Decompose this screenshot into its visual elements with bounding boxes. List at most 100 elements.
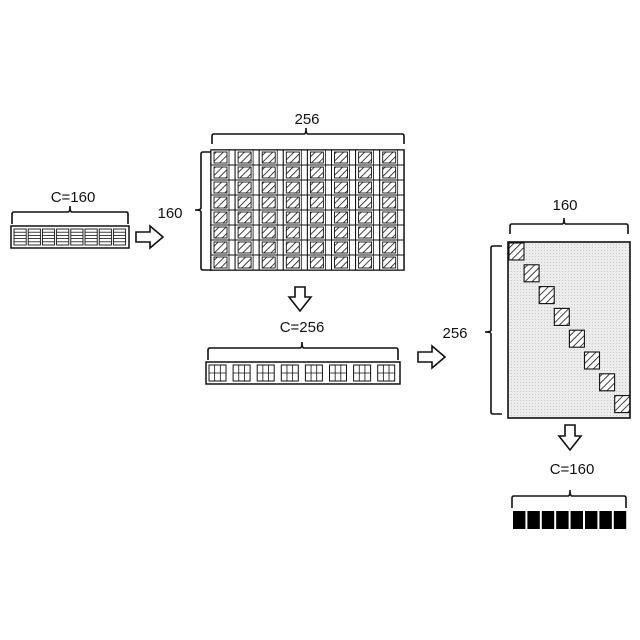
input-brace	[12, 206, 128, 224]
matrix-hatched-block	[310, 212, 323, 223]
diagonal-matrix: 160 256	[442, 197, 630, 418]
output-channels-label: C=160	[550, 461, 595, 478]
diag-width-label: 160	[552, 197, 577, 214]
output-brace	[512, 490, 626, 508]
diag-height-label: 256	[442, 325, 467, 342]
matrix-hatched-block	[335, 257, 348, 268]
diag-hatched-block	[509, 243, 524, 260]
matrix-hatched-block	[286, 242, 299, 253]
matrix-hatched-block	[262, 167, 275, 178]
matrix-hatched-block	[262, 152, 275, 163]
matrix-hatched-block	[238, 152, 251, 163]
output-cells	[513, 511, 626, 529]
matrix-top-brace	[212, 128, 404, 144]
matrix-hatched-block	[286, 197, 299, 208]
diag-top-brace	[510, 218, 628, 234]
output-block	[556, 511, 568, 529]
matrix-hatched-block	[335, 242, 348, 253]
output-block	[513, 511, 525, 529]
input-channels-label: C=160	[51, 189, 96, 206]
matrix-hatched-block	[286, 182, 299, 193]
input-cell	[113, 229, 125, 245]
matrix-hatched-block	[286, 167, 299, 178]
matrix-hatched-block	[262, 212, 275, 223]
diag-hatched-block	[554, 308, 569, 325]
matrix-hatched-block	[383, 242, 396, 253]
mid-channels-label: C=256	[280, 319, 325, 336]
matrix-hatched-block	[286, 212, 299, 223]
matrix-hatched-block	[214, 227, 227, 238]
matrix-hatched-block	[383, 197, 396, 208]
diag-hatched-block	[615, 396, 630, 413]
weight-matrix: 256 160	[157, 111, 404, 270]
matrix-hatched-block	[262, 197, 275, 208]
matrix-hatched-block	[214, 152, 227, 163]
matrix-hatched-block	[335, 167, 348, 178]
matrix-hatched-block	[383, 182, 396, 193]
matrix-hatched-block	[383, 152, 396, 163]
matrix-hatched-block	[310, 152, 323, 163]
matrix-hatched-block	[335, 182, 348, 193]
matrix-hatched-block	[383, 212, 396, 223]
arrow-down-2	[559, 425, 581, 450]
matrix-hatched-block	[214, 182, 227, 193]
matrix-hatched-block	[383, 257, 396, 268]
matrix-hatched-block	[214, 167, 227, 178]
matrix-hatched-block	[238, 167, 251, 178]
matrix-hatched-block	[335, 152, 348, 163]
matrix-hatched-block	[286, 257, 299, 268]
output-block	[585, 511, 597, 529]
arrow-right-2	[418, 346, 445, 368]
matrix-hatched-block	[335, 212, 348, 223]
matrix-hatched-block	[359, 212, 372, 223]
diag-hatched-block	[600, 374, 615, 391]
input-cell	[85, 229, 97, 245]
matrix-hatched-block	[238, 242, 251, 253]
matrix-cells	[211, 150, 404, 270]
matrix-hatched-block	[310, 167, 323, 178]
input-cell	[99, 229, 111, 245]
matrix-hatched-block	[238, 227, 251, 238]
output-block	[542, 511, 554, 529]
input-cell	[14, 229, 26, 245]
matrix-hatched-block	[286, 227, 299, 238]
mid-tensor: C=256	[206, 319, 400, 384]
matrix-left-brace	[195, 152, 212, 270]
input-cell	[42, 229, 54, 245]
matrix-hatched-block	[214, 212, 227, 223]
matrix-hatched-block	[214, 242, 227, 253]
diag-hatched-block	[585, 352, 600, 369]
matrix-hatched-block	[238, 212, 251, 223]
matrix-hatched-block	[359, 227, 372, 238]
matrix-hatched-block	[214, 197, 227, 208]
arrow-right-1	[136, 226, 163, 248]
input-tensor: C=160	[11, 189, 129, 248]
matrix-hatched-block	[383, 167, 396, 178]
output-tensor: C=160	[512, 461, 626, 529]
matrix-hatched-block	[359, 242, 372, 253]
matrix-hatched-block	[335, 197, 348, 208]
matrix-hatched-block	[359, 167, 372, 178]
matrix-width-label: 256	[294, 111, 319, 128]
diag-hatched-block	[524, 265, 539, 282]
matrix-hatched-block	[310, 242, 323, 253]
input-cell	[28, 229, 40, 245]
matrix-hatched-block	[238, 197, 251, 208]
matrix-hatched-block	[310, 227, 323, 238]
diag-hatched-block	[569, 330, 584, 347]
matrix-hatched-block	[262, 227, 275, 238]
matrix-hatched-block	[383, 227, 396, 238]
matrix-hatched-block	[262, 242, 275, 253]
matrix-hatched-block	[262, 257, 275, 268]
matrix-hatched-block	[286, 152, 299, 163]
output-block	[571, 511, 583, 529]
matrix-hatched-block	[310, 197, 323, 208]
output-block	[614, 511, 626, 529]
input-cell	[71, 229, 83, 245]
input-cell	[57, 229, 69, 245]
mid-brace	[208, 342, 398, 360]
diag-hatched-block	[539, 287, 554, 304]
matrix-hatched-block	[310, 257, 323, 268]
